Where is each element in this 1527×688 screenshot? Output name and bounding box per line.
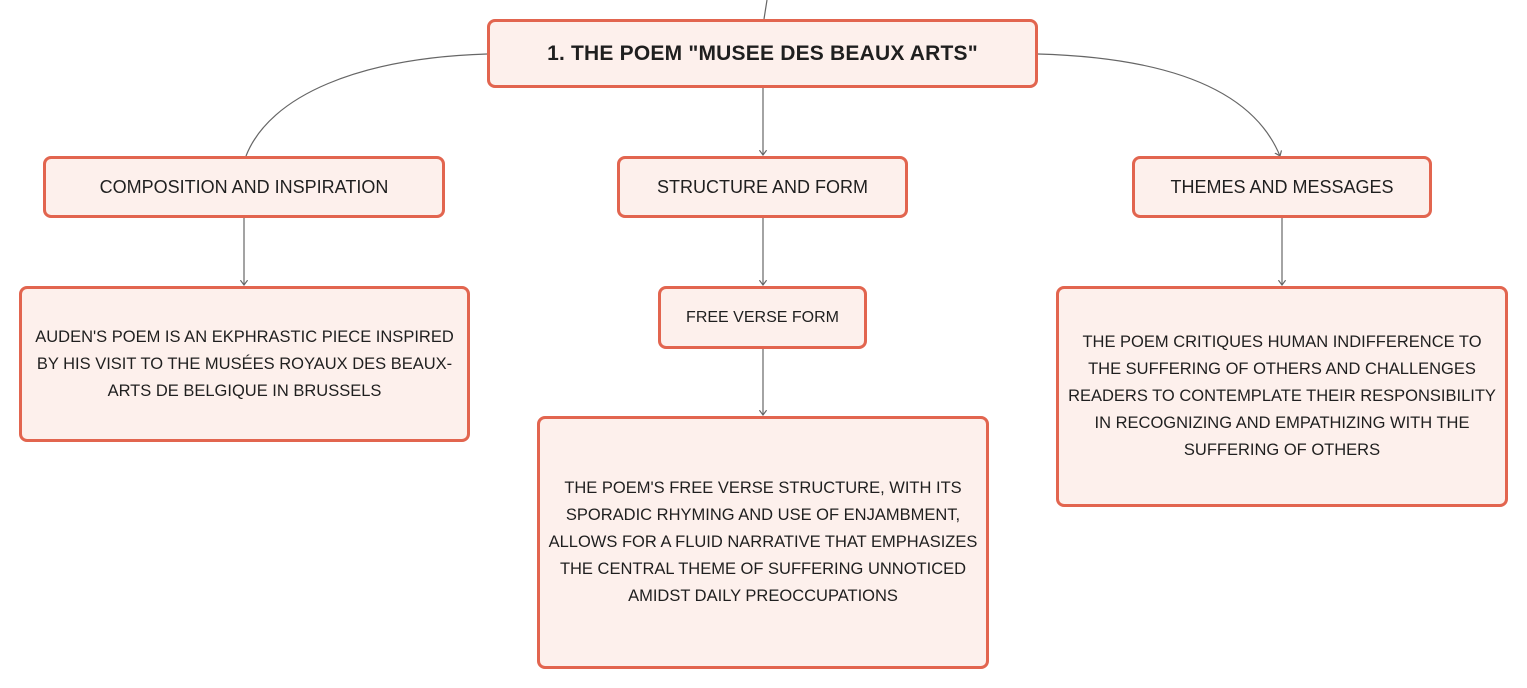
detail-node-structure[interactable]: THE POEM'S FREE VERSE STRUCTURE, WITH IT… bbox=[537, 416, 989, 669]
detail-node-text: THE POEM'S FREE VERSE STRUCTURE, WITH IT… bbox=[548, 479, 978, 605]
branch-node-structure[interactable]: STRUCTURE AND FORM bbox=[617, 156, 908, 218]
sub-node-label: FREE VERSE FORM bbox=[686, 308, 839, 326]
connector-root-to-themes bbox=[1037, 53, 1280, 156]
connector-top-stub bbox=[763, 0, 768, 20]
branch-node-label: THEMES AND MESSAGES bbox=[1170, 176, 1394, 197]
branch-node-themes[interactable]: THEMES AND MESSAGES bbox=[1132, 156, 1432, 218]
branch-node-label: COMPOSITION AND INSPIRATION bbox=[99, 176, 389, 197]
root-node[interactable]: 1. THE POEM "MUSEE DES BEAUX ARTS" bbox=[487, 19, 1038, 88]
detail-node-text: THE POEM CRITIQUES HUMAN INDIFFERENCE TO… bbox=[1068, 333, 1496, 459]
root-node-label: 1. THE POEM "MUSEE DES BEAUX ARTS" bbox=[547, 41, 978, 65]
detail-node-themes[interactable]: THE POEM CRITIQUES HUMAN INDIFFERENCE TO… bbox=[1056, 286, 1508, 507]
branch-node-label: STRUCTURE AND FORM bbox=[657, 176, 868, 197]
sub-node-free-verse[interactable]: FREE VERSE FORM bbox=[658, 286, 867, 349]
branch-node-composition[interactable]: COMPOSITION AND INSPIRATION bbox=[43, 156, 445, 218]
connector-root-to-composition bbox=[245, 53, 488, 157]
detail-node-composition[interactable]: AUDEN'S POEM IS AN EKPHRASTIC PIECE INSP… bbox=[19, 286, 470, 442]
detail-node-text: AUDEN'S POEM IS AN EKPHRASTIC PIECE INSP… bbox=[35, 327, 454, 400]
